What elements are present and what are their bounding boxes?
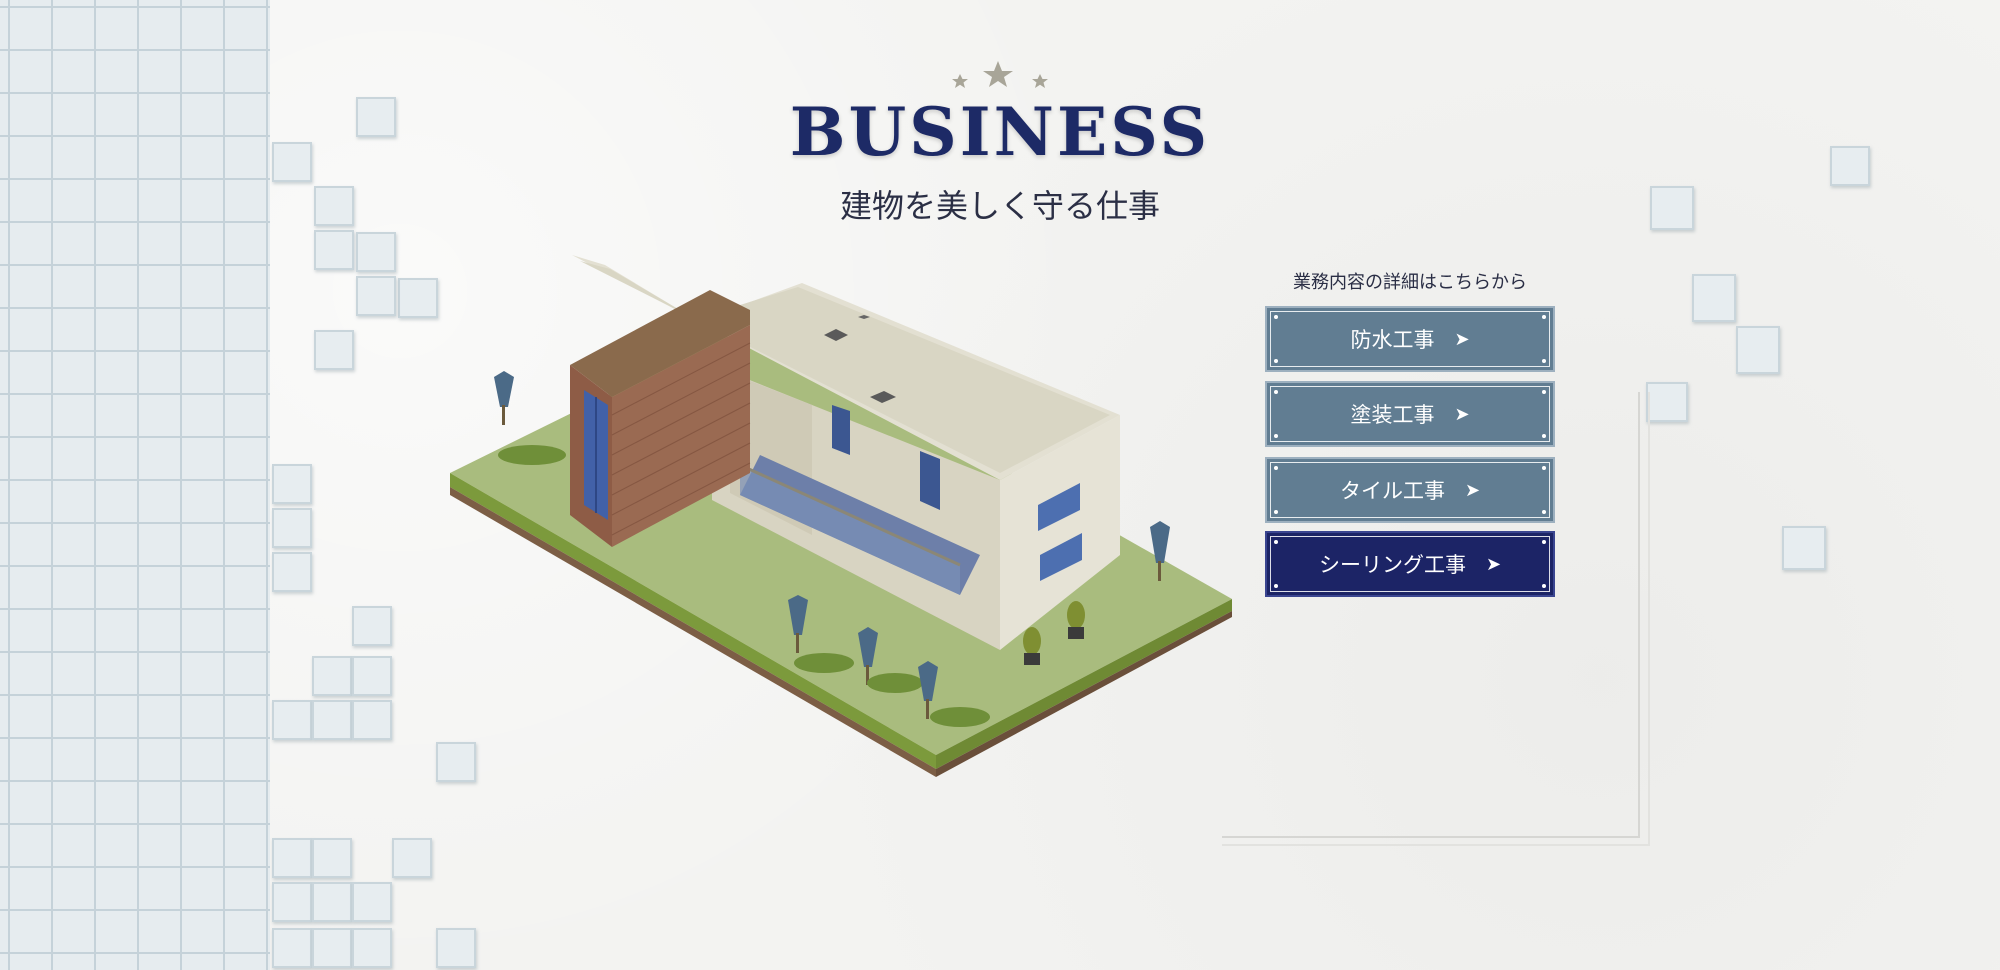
decorative-tile xyxy=(272,882,312,922)
decorative-tile xyxy=(312,656,352,696)
corner-dot xyxy=(1274,510,1278,514)
decorative-tile xyxy=(352,882,392,922)
decorative-tile xyxy=(272,928,312,968)
arrow-right-icon: ➤ xyxy=(1464,479,1481,501)
decorative-tile xyxy=(352,656,392,696)
services-caption: 業務内容の詳細はこちらから xyxy=(1293,272,1527,293)
tile-wall-decoration xyxy=(0,0,270,970)
decorative-tile xyxy=(272,464,312,504)
corner-dot xyxy=(1274,434,1278,438)
corner-dot xyxy=(1274,584,1278,588)
service-button-label: タイル工事 xyxy=(1339,479,1445,503)
service-button-label: シーリング工事 xyxy=(1318,553,1466,577)
decorative-tile xyxy=(436,742,476,782)
decorative-tile xyxy=(1650,186,1694,230)
service-button-label: 塗装工事 xyxy=(1350,403,1435,427)
corner-dot xyxy=(1542,315,1546,319)
decorative-tile xyxy=(312,928,352,968)
decorative-tile xyxy=(1736,326,1780,374)
corner-dot xyxy=(1542,510,1546,514)
arrow-right-icon: ➤ xyxy=(1485,553,1502,575)
decorative-tile xyxy=(1830,146,1870,186)
decorative-tile xyxy=(314,230,354,270)
decorative-tile xyxy=(272,508,312,548)
panel-frame-line xyxy=(1222,392,1650,846)
decorative-tile xyxy=(398,278,438,318)
decorative-tile xyxy=(272,552,312,592)
service-button-tile[interactable]: タイル工事 ➤ xyxy=(1265,457,1555,523)
decorative-tile xyxy=(272,838,312,878)
decorative-tile xyxy=(312,838,352,878)
corner-dot xyxy=(1542,359,1546,363)
corner-dot xyxy=(1274,359,1278,363)
corner-dot xyxy=(1274,540,1278,544)
decorative-tile xyxy=(392,838,432,878)
decorative-tile xyxy=(272,700,312,740)
decorative-tile xyxy=(314,186,354,226)
arrow-right-icon: ➤ xyxy=(1454,328,1470,350)
corner-dot xyxy=(1274,315,1278,319)
corner-dot xyxy=(1274,390,1278,394)
corner-dot xyxy=(1542,390,1546,394)
decorative-tile xyxy=(356,276,396,316)
page-title: BUSINESS xyxy=(789,93,1211,171)
decorative-tile xyxy=(352,928,392,968)
corner-dot xyxy=(1542,584,1546,588)
building-illustration xyxy=(450,255,1232,777)
corner-dot xyxy=(1542,434,1546,438)
decorative-tile xyxy=(312,882,352,922)
service-button-painting[interactable]: 塗装工事 ➤ xyxy=(1265,381,1555,447)
decorative-tile xyxy=(1646,382,1688,422)
corner-dot xyxy=(1542,466,1546,470)
arrow-right-icon: ➤ xyxy=(1454,403,1470,425)
decorative-tile xyxy=(356,232,396,272)
decorative-tile xyxy=(356,97,396,137)
service-button-sealing[interactable]: シーリング工事 ➤ xyxy=(1265,531,1555,597)
decorative-tile xyxy=(272,142,312,182)
decorative-tile xyxy=(436,928,476,968)
service-button-waterproofing[interactable]: 防水工事 ➤ xyxy=(1265,306,1555,372)
decorative-tile xyxy=(312,700,352,740)
corner-dot xyxy=(1274,466,1278,470)
three-stars-icon xyxy=(952,61,1048,88)
decorative-tile xyxy=(314,330,354,370)
panel-frame-line xyxy=(1222,392,1640,838)
decorative-tile xyxy=(1782,526,1826,570)
corner-dot xyxy=(1542,540,1546,544)
decorative-tile xyxy=(352,606,392,646)
service-button-label: 防水工事 xyxy=(1350,328,1435,352)
decorative-tile xyxy=(1692,274,1736,322)
decorative-tile xyxy=(352,700,392,740)
page-subtitle: 建物を美しく守る仕事 xyxy=(839,187,1160,225)
